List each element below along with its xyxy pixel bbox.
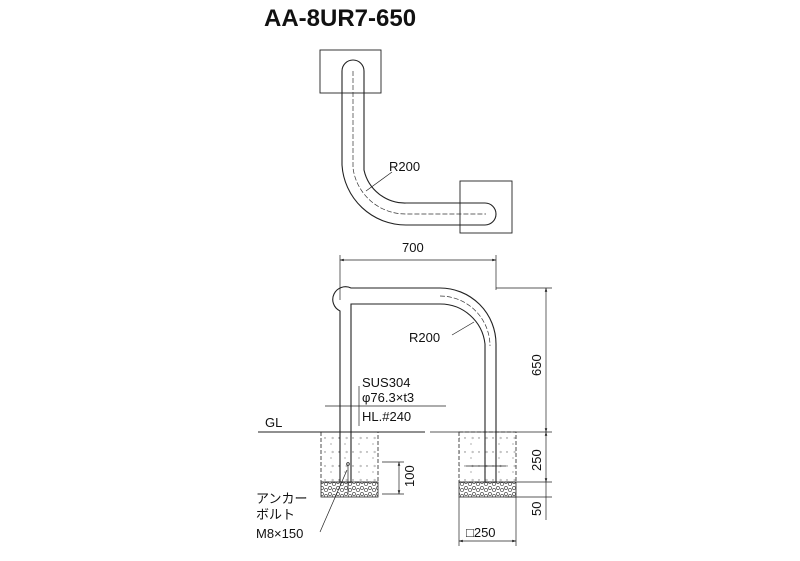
front-view: 700 650 250 50 GL R200: [256, 240, 552, 546]
anchor-label-2: ボルト: [256, 507, 295, 522]
front-radius-label: R200: [409, 330, 440, 345]
foundation-right: [458, 431, 517, 483]
top-view: R200: [319, 49, 513, 234]
top-base-plate-right: [459, 180, 513, 234]
finish-label: HL.#240: [362, 409, 411, 424]
pipe-spec-label: φ76.3×t3: [362, 390, 414, 405]
width-label: 700: [402, 240, 424, 255]
front-pipe: [332, 286, 497, 483]
top-radius-label: R200: [389, 159, 420, 174]
foundation-left: [320, 431, 379, 483]
front-pipe-bend-hidden: [439, 295, 491, 347]
ground-line-label: GL: [265, 415, 282, 430]
top-pipe-centerline: [352, 71, 486, 215]
gravel-left: [320, 481, 379, 498]
anchor-leader: [319, 469, 348, 533]
drawing-title: AA-8UR7-650: [264, 5, 416, 32]
front-radius-leader: [451, 321, 475, 336]
anchor-bolt-head: [346, 462, 350, 466]
top-pipe-outer: [341, 59, 497, 226]
top-radius-leader: [365, 171, 393, 192]
gravel-right: [458, 481, 517, 498]
anchor-label-1: アンカー: [256, 491, 307, 506]
height-label: 650: [529, 354, 544, 376]
foundation-size-label: □250: [466, 525, 496, 540]
base-label: 50: [529, 502, 544, 516]
bolt-depth-label: 100: [402, 465, 417, 487]
material-label: SUS304: [362, 375, 410, 390]
embed-label: 250: [529, 449, 544, 471]
anchor-label-3: M8×150: [256, 526, 303, 541]
top-base-plate-left: [319, 49, 382, 94]
